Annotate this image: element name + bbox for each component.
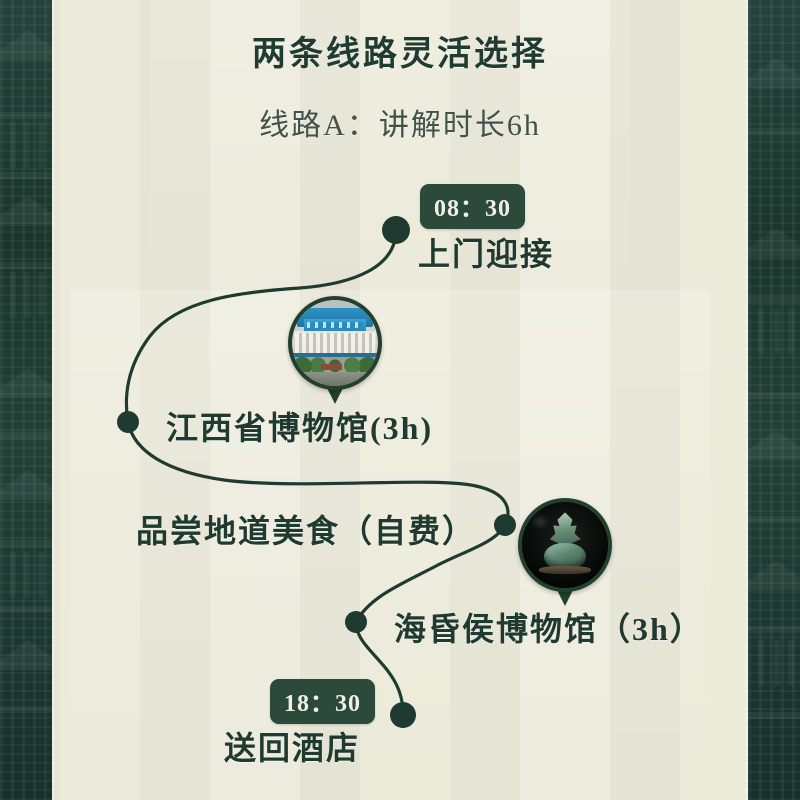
architecture-column: [38, 272, 44, 318]
route-node-food[interactable]: [494, 514, 516, 536]
architecture-band: [0, 706, 52, 713]
architecture-column: [38, 122, 44, 168]
stop-label-jxmuseum: 江西省博物馆(3h): [166, 410, 434, 446]
photo-pin-bronze-artifact[interactable]: [518, 498, 612, 608]
architecture-band: [748, 392, 800, 399]
museum-building-photo-icon: [292, 300, 378, 386]
architecture-texture-icon: [0, 0, 52, 800]
architecture-column: [774, 640, 780, 686]
architecture-column: [24, 272, 30, 318]
architecture-column: [788, 308, 794, 354]
stop-label-pickup: 上门迎接: [418, 236, 555, 272]
stop-label-dropoff: 送回酒店: [224, 730, 361, 766]
architecture-column: [38, 552, 44, 598]
architecture-band: [0, 112, 52, 119]
architecture-band: [748, 516, 800, 523]
architecture-band: [0, 540, 52, 547]
route-subtitle: 线路A：讲解时长6h: [259, 109, 541, 142]
architecture-band: [0, 606, 52, 613]
architecture-band: [0, 172, 52, 179]
stop-label-haihunhou: 海昏侯博物馆（3h）: [394, 611, 704, 647]
architecture-band: [0, 262, 52, 269]
architecture-column: [758, 640, 764, 686]
stop-label-food: 品尝地道美食（自费）: [136, 513, 477, 549]
architecture-column: [24, 122, 30, 168]
route-line: [124, 228, 510, 624]
time-badge-dropoff: 18：30: [270, 679, 375, 724]
page-title: 两条线路灵活选择: [252, 36, 548, 73]
architecture-column: [10, 122, 16, 168]
route-node-pickup[interactable]: [382, 216, 410, 244]
pin-photo-jxmuseum: [288, 296, 382, 390]
route-node-dropoff[interactable]: [390, 702, 416, 728]
architecture-column: [10, 552, 16, 598]
photo-pin-jxmuseum[interactable]: [288, 296, 382, 406]
architecture-texture-icon: [748, 0, 800, 800]
left-strip-seam: [52, 0, 55, 800]
right-architecture-strip: [748, 0, 800, 800]
architecture-column: [758, 308, 764, 354]
architecture-column: [10, 272, 16, 318]
left-architecture-strip: [0, 0, 52, 800]
bronze-artifact-photo-icon: [522, 502, 608, 588]
pin-photo-bronze: [518, 498, 612, 592]
time-badge-pickup: 08：30: [420, 184, 525, 229]
architecture-band: [748, 296, 800, 303]
route-node-jxmuseum[interactable]: [117, 411, 139, 433]
architecture-band: [748, 712, 800, 719]
architecture-band: [748, 128, 800, 135]
architecture-band: [748, 626, 800, 633]
architecture-column: [24, 552, 30, 598]
route-node-haihunhou[interactable]: [345, 611, 367, 633]
right-strip-seam: [745, 0, 748, 800]
architecture-column: [774, 308, 780, 354]
architecture-column: [788, 640, 794, 686]
architecture-band: [0, 432, 52, 439]
